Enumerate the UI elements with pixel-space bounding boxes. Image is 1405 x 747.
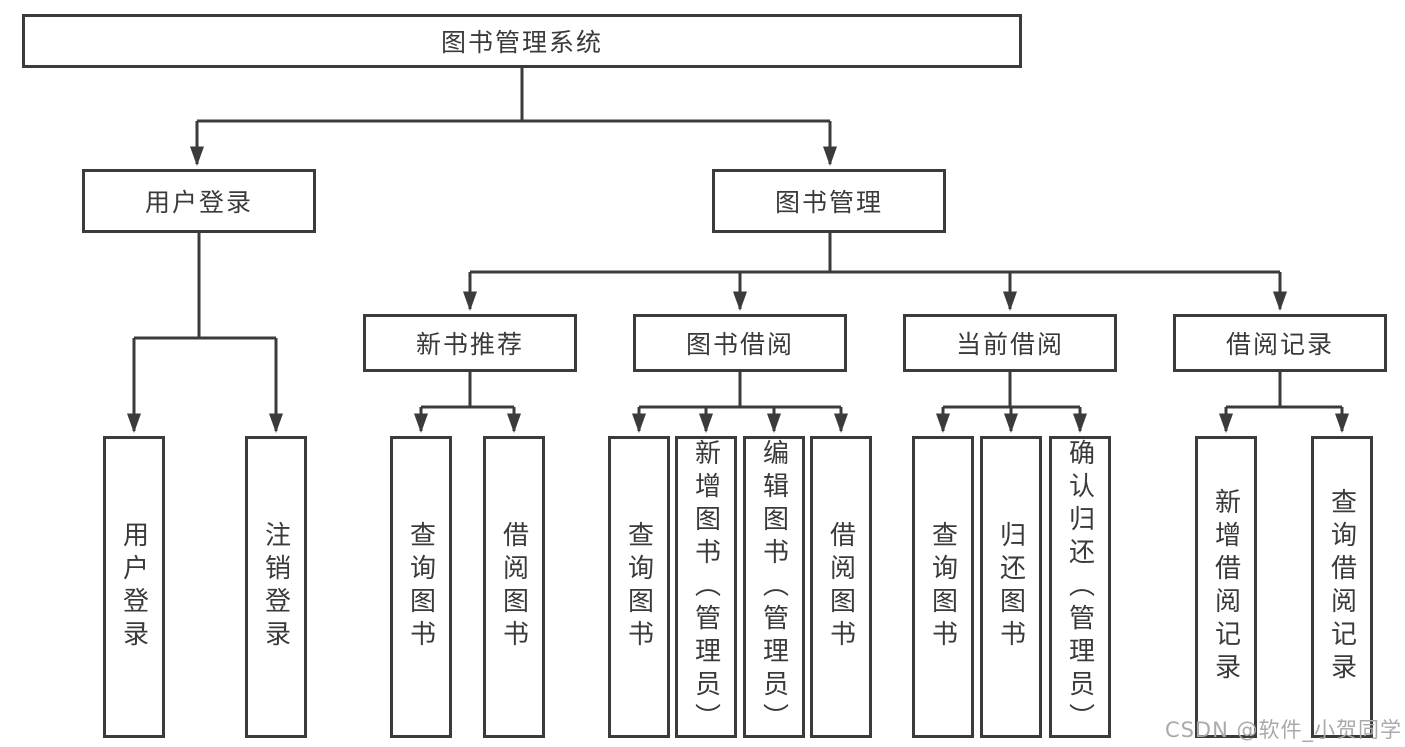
leaf-search-books-under-new-books: 查询图书 [390, 436, 452, 738]
leaf-edit-books-admin: 编辑图书（管理员） [743, 436, 805, 738]
leaf-logout-login: 注销登录 [245, 436, 307, 738]
leaf-borrow-books-under-book-borrowing: 借阅图书 [810, 436, 872, 738]
leaf-search-books-under-book-borrowing: 查询图书 [608, 436, 670, 738]
node-new-book-recommendation: 新书推荐 [363, 314, 577, 372]
node-user-login: 用户登录 [82, 169, 316, 233]
leaf-add-borrow-record: 新增借阅记录 [1195, 436, 1257, 738]
leaf-borrow-books-under-new-books: 借阅图书 [483, 436, 545, 738]
leaf-user-login: 用户登录 [103, 436, 165, 738]
leaf-confirm-return-admin: 确认归还（管理员） [1049, 436, 1111, 738]
leaf-search-borrow-record: 查询借阅记录 [1311, 436, 1373, 738]
node-book-borrowing: 图书借阅 [633, 314, 847, 372]
node-book-management: 图书管理 [712, 169, 946, 233]
node-current-borrowing: 当前借阅 [903, 314, 1117, 372]
csdn-watermark: CSDN @软件_小贺同学 [1164, 718, 1402, 742]
leaf-return-books: 归还图书 [980, 436, 1042, 738]
leaf-add-books-admin: 新增图书（管理员） [675, 436, 737, 738]
node-library-management-system: 图书管理系统 [22, 14, 1022, 68]
leaf-search-books-under-current-borrowing: 查询图书 [912, 436, 974, 738]
node-borrowing-records: 借阅记录 [1173, 314, 1387, 372]
